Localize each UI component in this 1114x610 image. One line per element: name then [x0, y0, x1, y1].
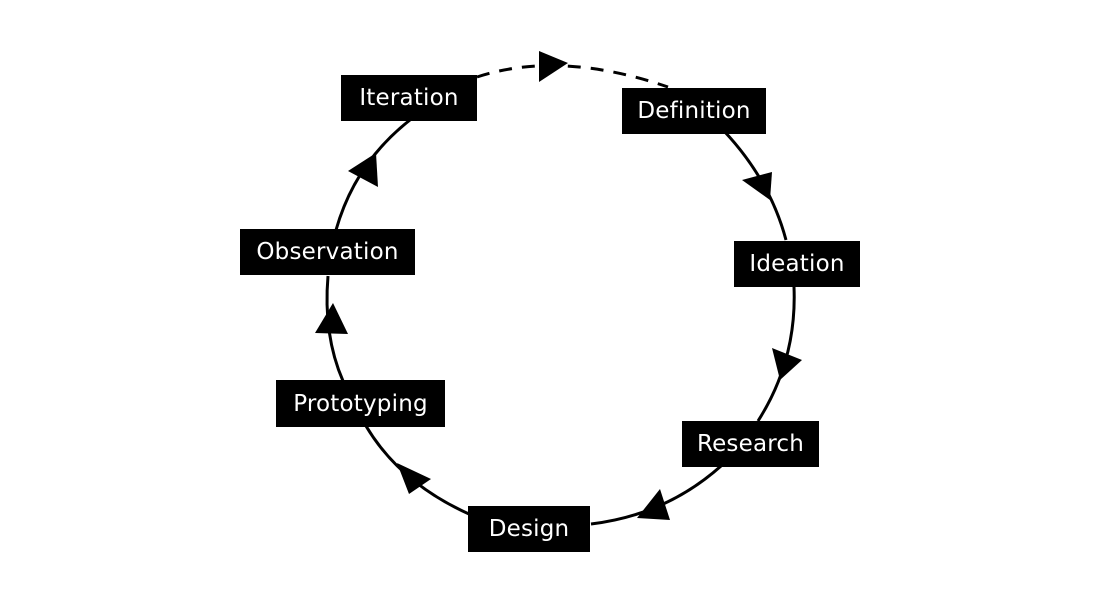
arrowhead-observation-iteration [348, 153, 378, 187]
stage-definition: Definition [622, 88, 766, 134]
stage-design: Design [468, 506, 590, 552]
arrowhead-research-design [637, 489, 670, 520]
arrowhead-iteration-definition [539, 51, 568, 82]
arrowhead-prototyping-observation [315, 303, 348, 334]
arrowhead-ideation-research [772, 348, 802, 380]
arrowhead-definition-ideation [742, 172, 772, 200]
connector-design-prototyping [364, 425, 470, 516]
stage-iteration: Iteration [341, 75, 477, 121]
stage-research: Research [682, 421, 819, 467]
arrowhead-design-prototyping [397, 463, 431, 494]
stage-prototyping: Prototyping [276, 380, 445, 427]
stage-observation: Observation [240, 229, 415, 275]
stage-ideation: Ideation [734, 241, 860, 287]
connector-iteration-definition-dashed [476, 64, 669, 89]
